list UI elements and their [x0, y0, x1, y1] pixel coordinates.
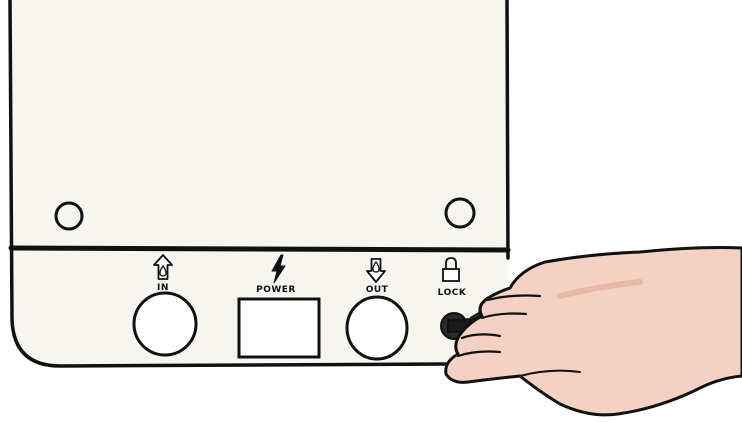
- power-label: POWER: [256, 285, 296, 295]
- out-port[interactable]: [345, 295, 409, 361]
- device-divider-line: [8, 245, 511, 253]
- in-label: IN: [157, 283, 169, 293]
- in-port[interactable]: [132, 291, 198, 357]
- in-port-group: IN: [132, 254, 198, 357]
- arrow-down-droplet-icon: [366, 258, 386, 283]
- out-label: OUT: [366, 285, 389, 295]
- lock-label: LOCK: [438, 288, 467, 298]
- power-switch[interactable]: [237, 297, 321, 359]
- padlock-icon: [442, 257, 460, 282]
- device-body: [9, 0, 508, 250]
- device-outline: [8, 0, 448, 368]
- out-port-group: OUT: [345, 258, 409, 361]
- hand: [444, 246, 742, 417]
- screw-right: [444, 197, 476, 229]
- device-right-edge: [505, 0, 510, 260]
- screw-left: [54, 201, 84, 231]
- lightning-bolt-icon: [271, 254, 286, 284]
- power-group: POWER: [237, 254, 321, 359]
- arrow-up-droplet-icon: [153, 254, 173, 280]
